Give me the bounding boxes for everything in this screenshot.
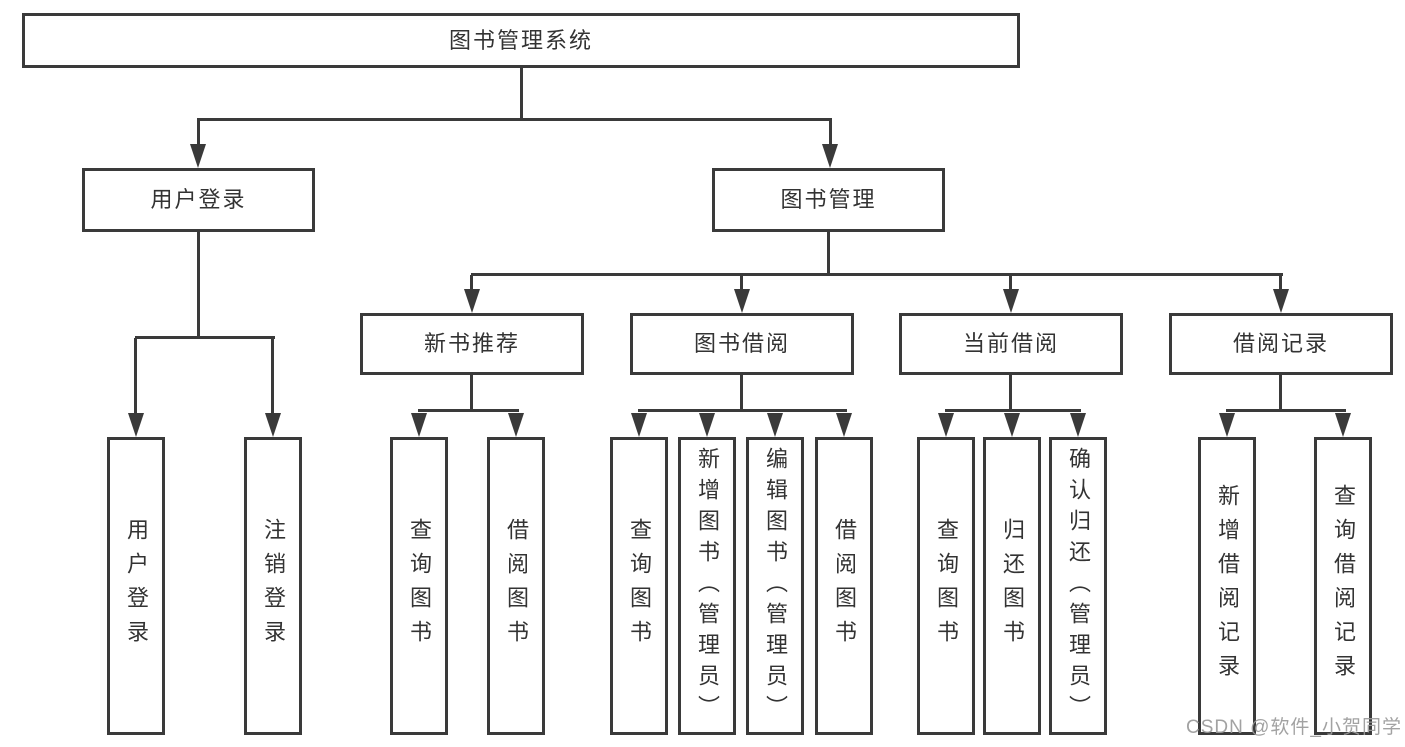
- connector-recommend-bar: [418, 409, 519, 412]
- connector-record-bar: [1226, 409, 1346, 412]
- node-current-borrow: 当前借阅: [899, 313, 1123, 375]
- connector-management-stem: [827, 231, 830, 276]
- arrow-to-record-add: [1219, 413, 1235, 437]
- leaf-recommend-query-book: 查询图书: [390, 437, 448, 735]
- leaf-borrow-query-book: 查询图书: [610, 437, 668, 735]
- connector-login-leaf1-stem: [134, 338, 137, 414]
- arrow-to-borrow-borrow: [836, 413, 852, 437]
- leaf-record-query-borrow-record: 查询借阅记录: [1314, 437, 1372, 735]
- arrow-to-new-book-recommend: [464, 289, 480, 313]
- leaf-borrow-borrow-book: 借阅图书: [815, 437, 873, 735]
- connector-root-stem: [520, 68, 523, 121]
- node-user-login: 用户登录: [82, 168, 315, 232]
- connector-login-bar: [135, 336, 275, 339]
- arrow-to-recommend-borrow: [508, 413, 524, 437]
- connector-l2-left-stem: [197, 120, 200, 145]
- arrow-to-current-query: [938, 413, 954, 437]
- arrow-to-record-query: [1335, 413, 1351, 437]
- node-root-library-management-system: 图书管理系统: [22, 13, 1020, 68]
- arrow-to-book-borrow: [734, 289, 750, 313]
- leaf-current-return-book: 归还图书: [983, 437, 1041, 735]
- arrow-to-current-confirm: [1070, 413, 1086, 437]
- leaf-borrow-add-book-admin: 新增图书（管理员）: [678, 437, 736, 735]
- leaf-user-login: 用户登录: [107, 437, 165, 735]
- leaf-recommend-borrow-book: 借阅图书: [487, 437, 545, 735]
- connector-l2-bar: [197, 118, 832, 121]
- leaf-record-add-borrow-record: 新增借阅记录: [1198, 437, 1256, 735]
- csdn-watermark: CSDN @软件_小贺同学: [1186, 717, 1402, 738]
- connector-l3-stem-1: [470, 275, 473, 290]
- connector-record-stem: [1279, 374, 1282, 412]
- arrow-to-user-login: [190, 144, 206, 168]
- node-book-management: 图书管理: [712, 168, 945, 232]
- connector-borrow-stem: [740, 374, 743, 412]
- leaf-logout: 注销登录: [244, 437, 302, 735]
- connector-current-stem: [1009, 374, 1012, 412]
- connector-current-bar: [945, 409, 1081, 412]
- arrow-to-current-return: [1004, 413, 1020, 437]
- connector-login-stem: [197, 231, 200, 339]
- arrow-to-book-management: [822, 144, 838, 168]
- connector-l3-stem-3: [1009, 275, 1012, 290]
- connector-l2-right-stem: [829, 120, 832, 145]
- node-new-book-recommend: 新书推荐: [360, 313, 584, 375]
- arrow-to-current-borrow: [1003, 289, 1019, 313]
- leaf-current-confirm-return-admin: 确认归还（管理员）: [1049, 437, 1107, 735]
- connector-l3-bar: [471, 273, 1283, 276]
- node-borrow-record: 借阅记录: [1169, 313, 1393, 375]
- arrow-to-borrow-edit: [767, 413, 783, 437]
- connector-l3-stem-2: [740, 275, 743, 290]
- leaf-current-query-book: 查询图书: [917, 437, 975, 735]
- arrow-to-leaf-user-login: [128, 413, 144, 437]
- connector-l3-stem-4: [1279, 275, 1282, 290]
- connector-login-leaf2-stem: [271, 338, 274, 414]
- arrow-to-borrow-add: [699, 413, 715, 437]
- arrow-to-recommend-query: [411, 413, 427, 437]
- connector-borrow-bar: [638, 409, 847, 412]
- node-book-borrow: 图书借阅: [630, 313, 854, 375]
- arrow-to-borrow-record: [1273, 289, 1289, 313]
- leaf-borrow-edit-book-admin: 编辑图书（管理员）: [746, 437, 804, 735]
- arrow-to-borrow-query: [631, 413, 647, 437]
- arrow-to-leaf-logout: [265, 413, 281, 437]
- connector-recommend-stem: [470, 374, 473, 412]
